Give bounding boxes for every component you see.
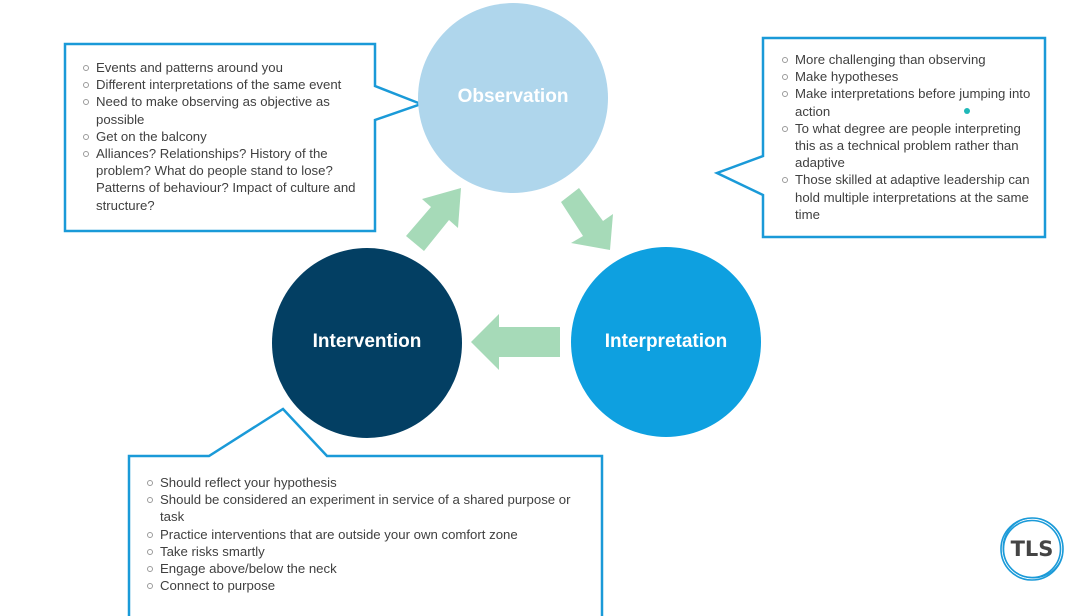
interpretation-callout-text: More challenging than observing Make hyp…: [781, 51, 1043, 223]
intervention-callout-box: [127, 407, 604, 616]
arrow-observation-to-interpretation: [561, 188, 613, 250]
intervention-label: Intervention: [312, 331, 422, 352]
list-item: Make interpretations before jumping into…: [781, 85, 1043, 119]
list-item: Should be considered an experiment in se…: [146, 491, 586, 525]
intervention-callout-text: Should reflect your hypothesis Should be…: [146, 474, 586, 594]
list-item: To what degree are people interpreting t…: [781, 120, 1043, 172]
list-item: More challenging than observing: [781, 51, 1043, 68]
interpretation-label: Interpretation: [604, 331, 728, 352]
logo-rings-icon: [1000, 517, 1064, 581]
list-item: Should reflect your hypothesis: [146, 474, 586, 491]
list-item: Get on the balcony: [82, 128, 367, 145]
arrow-intervention-to-observation: [406, 188, 461, 251]
interpretation-callout-box: [713, 36, 1047, 239]
list-item: Alliances? Relationships? History of the…: [82, 145, 367, 214]
list-item: Events and patterns around you: [82, 59, 367, 76]
logo-text: TLS: [1010, 537, 1054, 561]
observation-label: Observation: [457, 86, 569, 107]
observation-node: [418, 3, 608, 193]
intervention-bullet-list: Should reflect your hypothesis Should be…: [146, 474, 586, 594]
tls-logo: TLS: [999, 516, 1065, 582]
observation-callout-box: [63, 42, 425, 233]
list-item: Take risks smartly: [146, 543, 586, 560]
list-item: Connect to purpose: [146, 577, 586, 594]
list-item: Engage above/below the neck: [146, 560, 586, 577]
list-item: Different interpretations of the same ev…: [82, 76, 367, 93]
marker-dot: [964, 108, 970, 114]
list-item: Practice interventions that are outside …: [146, 526, 586, 543]
interpretation-node: [571, 247, 761, 437]
observation-bullet-list: Events and patterns around you Different…: [82, 59, 367, 214]
arrow-interpretation-to-intervention: [471, 314, 560, 370]
list-item: Those skilled at adaptive leadership can…: [781, 171, 1043, 223]
list-item: Make hypotheses: [781, 68, 1043, 85]
list-item: Need to make observing as objective as p…: [82, 93, 367, 127]
interpretation-bullet-list: More challenging than observing Make hyp…: [781, 51, 1043, 223]
observation-callout-text: Events and patterns around you Different…: [82, 59, 367, 214]
intervention-node: [272, 248, 462, 438]
